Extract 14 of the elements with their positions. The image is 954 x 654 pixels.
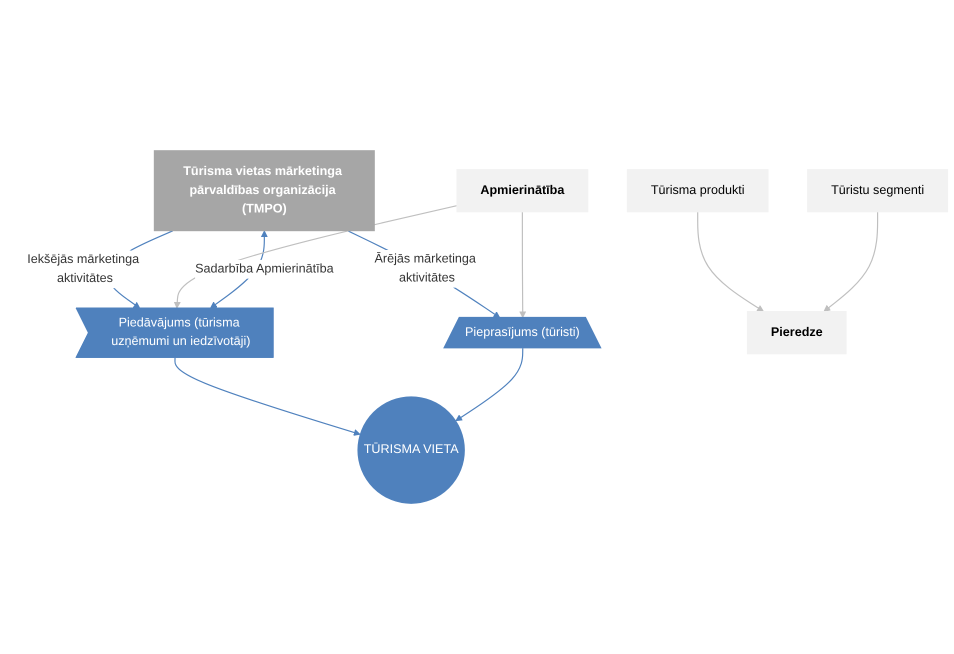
node-box: Tūristu segmenti (807, 169, 948, 212)
arrow (174, 358, 360, 436)
node-box: Apmierinātība (456, 169, 588, 212)
arrow (697, 212, 764, 312)
node-box: Tūrisma produkti (626, 169, 769, 212)
edge-label: Iekšējās mārketinga aktivitātes (27, 252, 140, 286)
edge-label: Ārējās mārketinga aktivitātes (374, 252, 476, 285)
arrow (824, 212, 878, 312)
node-circle: TŪRISMA VIETA (357, 396, 465, 504)
arrow (519, 212, 526, 318)
arrow (455, 348, 524, 422)
node-box: Tūrisma vietas mārketinga pārvaldības organizācija (TMPO) (154, 150, 375, 232)
node-box: Pieredze (746, 311, 847, 354)
edge-label: Sadarbība Apmierinātība (195, 262, 334, 276)
